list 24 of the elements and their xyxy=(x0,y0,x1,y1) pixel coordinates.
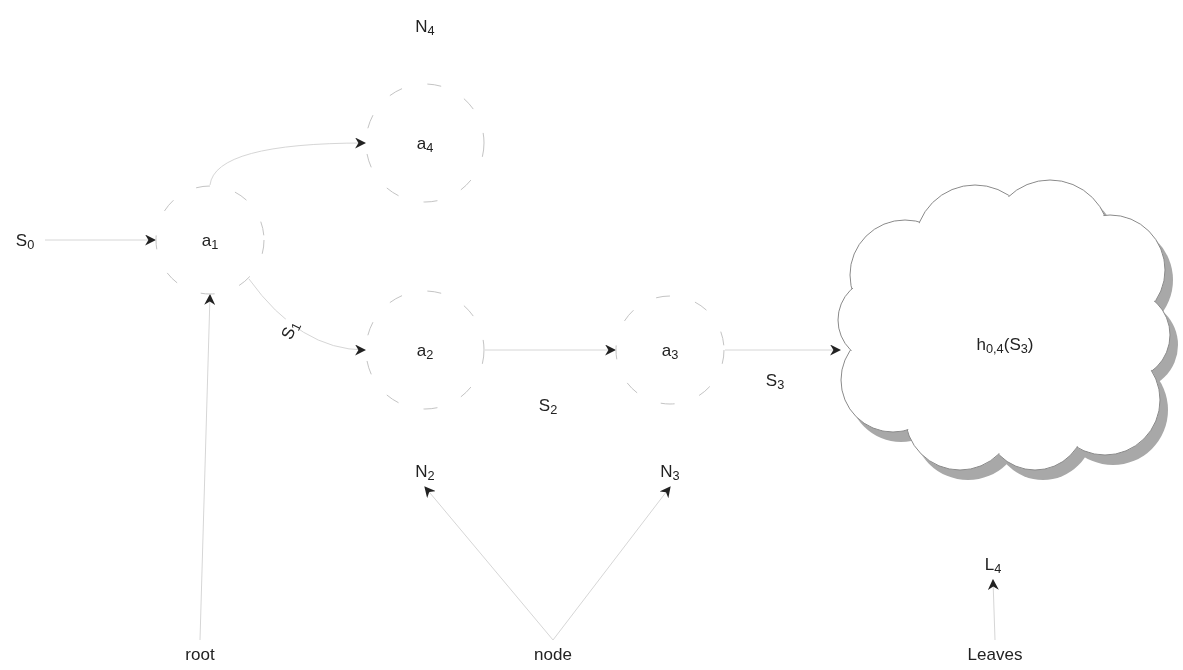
arrow xyxy=(44,234,157,246)
node-label: a$_{3}$ xyxy=(661,341,679,359)
node-label: a$_{4}$ xyxy=(416,134,434,152)
node-label: Leaves xyxy=(967,645,1023,663)
node-label: a$_{2}$ xyxy=(416,341,434,359)
node-label: a$_{1}$ xyxy=(201,231,219,249)
arrow xyxy=(248,278,367,356)
node-label: node xyxy=(534,645,572,663)
arrow xyxy=(424,486,554,641)
edge-label: S$_{3}$ xyxy=(763,371,787,389)
node-label: N$_{2}$ xyxy=(415,462,435,480)
arrow xyxy=(209,137,367,186)
arrow xyxy=(484,344,617,356)
node-label: root xyxy=(185,645,215,663)
arrow xyxy=(724,344,842,356)
arrow xyxy=(552,486,671,641)
node-label: N$_{4}$ xyxy=(415,17,435,35)
arrow xyxy=(987,578,999,641)
node-label: L$_{4}$ xyxy=(984,555,1002,573)
edge-label: S$_{2}$ xyxy=(536,396,560,414)
node-label: N$_{3}$ xyxy=(660,462,680,480)
cloud-label: h$_{0,4}$(S$_{3}$) xyxy=(976,336,1034,353)
arrow xyxy=(199,293,216,641)
node-label: S$_{0}$ xyxy=(15,231,35,249)
